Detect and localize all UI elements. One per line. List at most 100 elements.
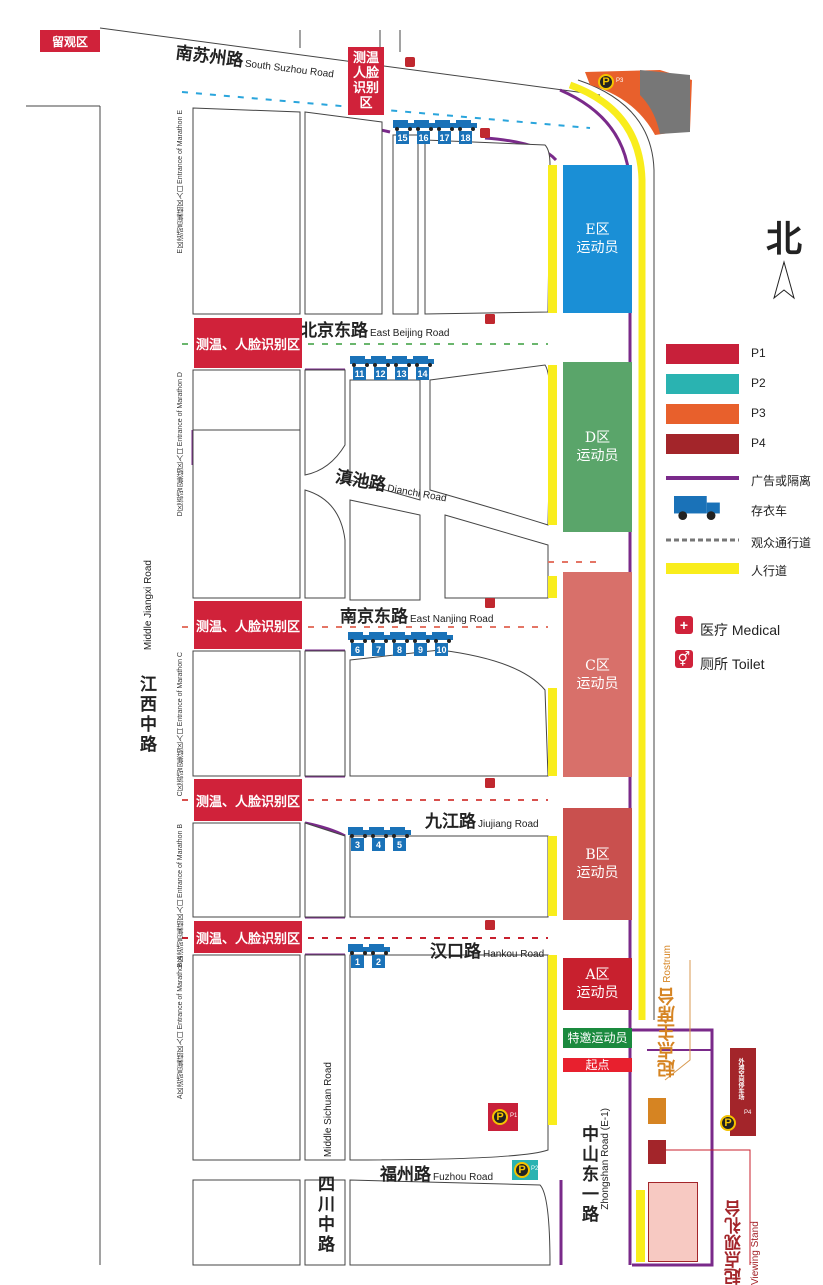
checkpoint-a: 测温、人脸识别区 xyxy=(194,921,302,953)
truck-number: 8 xyxy=(393,643,406,656)
legend-truck-icon xyxy=(672,496,724,525)
zone-c-label: C区 xyxy=(585,657,610,674)
truck-number: 15 xyxy=(396,131,409,144)
clothing-truck-icon xyxy=(348,630,370,643)
entrance-c: C区运动员集结区入口 Entrance of Marathon C xyxy=(177,652,184,797)
truck-number: 12 xyxy=(374,367,387,380)
truck-number: 11 xyxy=(353,367,366,380)
clothing-truck-icon xyxy=(390,825,412,838)
toilet-icon xyxy=(485,920,495,930)
checkpoint-d: 测温、人脸识别区 xyxy=(194,318,302,368)
pedestrian-bar-c xyxy=(548,688,557,776)
pedestrian-bar-stand xyxy=(636,1190,645,1262)
checkpoint-c: 测温、人脸识别区 xyxy=(194,601,302,649)
pedestrian-bar-a xyxy=(548,955,557,1125)
legend-label: P1 xyxy=(751,346,766,360)
viewing-label: 起点观礼台 Viewing Stand xyxy=(725,1200,761,1285)
north-label: 北 xyxy=(766,218,803,260)
toilet-icon xyxy=(480,128,490,138)
zone-c-sub: 运动员 xyxy=(576,675,619,692)
checkpoint-top: 测温人脸识别区 xyxy=(348,47,384,115)
truck-number: 4 xyxy=(372,838,385,851)
road-middle-sichuan-en: Middle Sichuan Road xyxy=(323,1062,334,1158)
road-middle-jiangxi-en: Middle Jiangxi Road xyxy=(143,560,154,651)
zone-b-label: B区 xyxy=(585,847,610,863)
clothing-truck-icon xyxy=(411,630,433,643)
entrance-d: D区运动员集结区入口 Entrance of Marathon D xyxy=(177,372,184,517)
parking-p3-icon: P xyxy=(598,74,614,90)
clothing-truck-icon xyxy=(371,354,393,367)
legend-swatch xyxy=(666,404,739,424)
truck-number: 7 xyxy=(372,643,385,656)
zone-d-label: D区 xyxy=(584,430,611,446)
truck-number: 13 xyxy=(395,367,408,380)
legend-label: P4 xyxy=(751,436,766,450)
truck-number: 3 xyxy=(351,838,364,851)
zone-a-sub: 运动员 xyxy=(576,985,619,1001)
clothing-truck-icon xyxy=(432,630,454,643)
observation-area-tag: 留观区 xyxy=(40,30,100,52)
truck-number: 5 xyxy=(393,838,406,851)
parking-p4-icon: P xyxy=(720,1115,736,1131)
toilet-icon xyxy=(485,314,495,324)
pedestrian-bar-e xyxy=(548,165,557,313)
legend-label: 医疗 Medical xyxy=(700,622,781,638)
truck-number: 10 xyxy=(435,643,448,656)
legend-swatch xyxy=(666,374,739,394)
zone-c: C区 运动员 xyxy=(563,572,632,777)
road-zhongshan-cn: 中山东一路 xyxy=(582,1125,599,1225)
legend-label: 观众通行道 xyxy=(751,536,812,550)
clothing-truck-icon xyxy=(392,354,414,367)
zone-e: E区 运动员 xyxy=(563,165,632,313)
legend-label: 人行道 xyxy=(751,564,788,578)
parking-p2-code: P2 xyxy=(531,1166,539,1172)
medical-icon: + xyxy=(675,616,693,634)
parking-p1-icon: P xyxy=(492,1109,508,1125)
truck-number: 18 xyxy=(459,131,472,144)
clothing-truck-icon xyxy=(350,354,372,367)
clothing-truck-icon xyxy=(390,630,412,643)
road-middle-sichuan-cn: 四川中路 xyxy=(318,1175,335,1255)
clothing-truck-icon xyxy=(393,118,415,131)
road-middle-jiangxi-cn: 江西中路 xyxy=(140,675,157,755)
legend-label: P3 xyxy=(751,406,766,420)
clothing-truck-icon xyxy=(348,825,370,838)
toilet-icon: ⚥ xyxy=(675,650,693,668)
parking-p2-icon: P xyxy=(514,1162,530,1178)
legend-label: 广告或隔离 xyxy=(751,474,812,488)
clothing-truck-icon xyxy=(414,118,436,131)
clothing-truck-icon xyxy=(369,942,391,955)
viewing-stand-area xyxy=(648,1182,698,1262)
legend-label: 厕所 Toilet xyxy=(700,656,765,672)
truck-number: 17 xyxy=(438,131,451,144)
clothing-truck-icon xyxy=(456,118,478,131)
zone-a: A区 运动员 xyxy=(563,958,632,1010)
entrance-a: A区运动员集结区入口 Entrance of Marathon A xyxy=(177,956,184,1100)
entrance-e: E区运动员集结区入口 Entrance of Marathon E xyxy=(177,110,184,254)
start-line: 起点 xyxy=(563,1058,632,1072)
legend-label: 存衣车 xyxy=(751,504,788,518)
legend-swatch xyxy=(666,344,739,364)
parking-p4-code: P4 xyxy=(744,1110,752,1116)
rostrum-label: 起点主席台 Rostrum xyxy=(657,945,678,1078)
zone-d: D区 运动员 xyxy=(563,362,632,532)
pedestrian-bar-b xyxy=(548,836,557,916)
truck-number: 16 xyxy=(417,131,430,144)
zone-d-sub: 运动员 xyxy=(576,448,619,464)
toilet-icon xyxy=(485,778,495,788)
clothing-truck-icon xyxy=(369,825,391,838)
pedestrian-bar-d xyxy=(548,365,557,525)
truck-number: 9 xyxy=(414,643,427,656)
zone-special: 特邀运动员 xyxy=(563,1028,632,1048)
truck-number: 2 xyxy=(372,955,385,968)
truck-number: 6 xyxy=(351,643,364,656)
clothing-truck-icon xyxy=(413,354,435,367)
checkpoint-b: 测温、人脸识别区 xyxy=(194,779,302,821)
toilet-icon xyxy=(405,57,415,67)
